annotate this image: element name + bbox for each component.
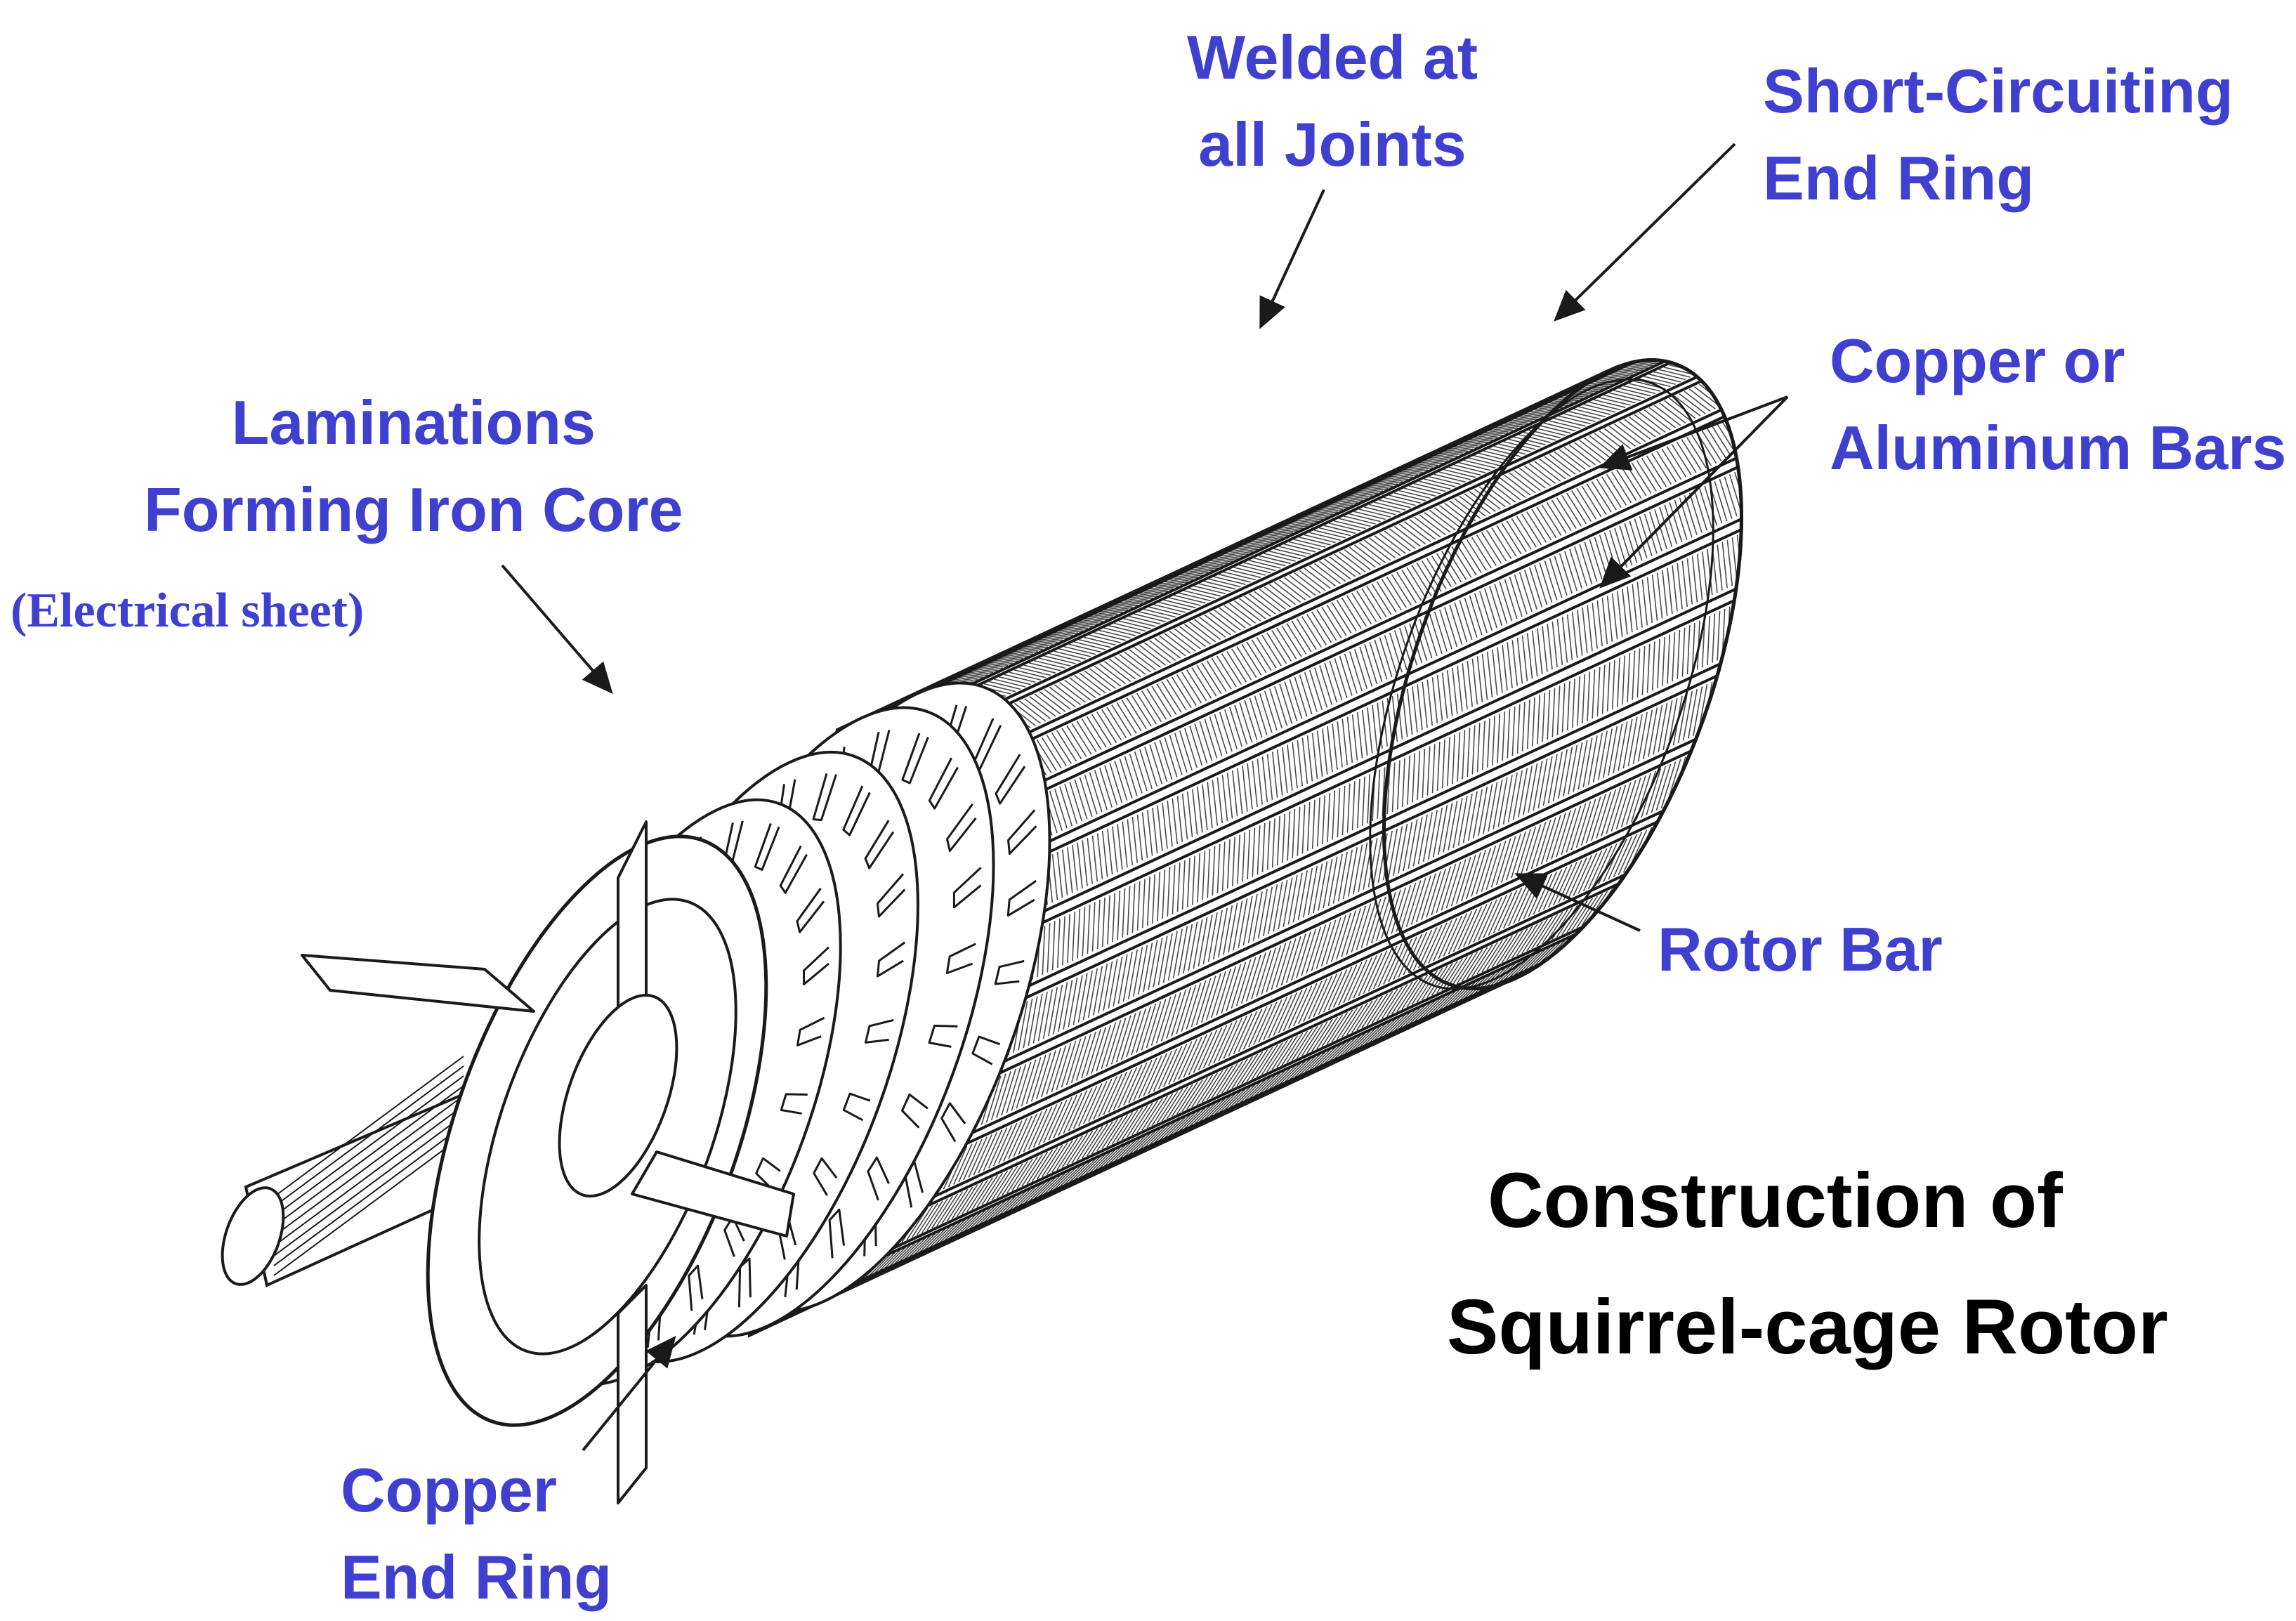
hub (558, 994, 678, 1197)
rotor-slot (900, 1093, 929, 1129)
laminations-line-1: Laminations (231, 388, 596, 457)
rotor-bar-edge (863, 360, 1634, 722)
rotor-bar-edge (968, 466, 1739, 827)
rotor-slot (1006, 879, 1037, 917)
diagram-title: Construction of Squirrel-cage Rotor (1447, 1138, 2168, 1391)
rotor-bar-edge (971, 528, 1742, 889)
rotor-bar-edge (893, 809, 1665, 1171)
rotor-slot (755, 1157, 781, 1190)
rotor-bar-edge (950, 662, 1721, 1023)
rotor-bar-edge (966, 457, 1738, 818)
rotor-slot (812, 773, 837, 822)
rotor-slot (867, 1156, 890, 1201)
welded-joints-label: Welded at all Joints (1187, 14, 1478, 188)
rotor-slot (813, 1157, 838, 1196)
rotor-bar-edge (947, 674, 1718, 1036)
rotor-slot (796, 887, 825, 933)
rotor-slot (928, 1024, 958, 1048)
rotor-slot (876, 873, 906, 918)
rotor-bar-label: Rotor Bar (1658, 914, 1943, 984)
welded-line-2: all Joints (1198, 110, 1467, 179)
short-circuiting-line-2: End Ring (1763, 143, 2035, 213)
fan-blade (301, 954, 535, 1013)
rotor-bar-edge (964, 599, 1736, 960)
rotor-bar-edge (927, 375, 1698, 737)
rotor-slot (802, 946, 829, 986)
rotor-bar-edge (966, 587, 1737, 949)
rotor-bar-edge (806, 932, 1577, 1294)
shaft-splines (273, 1056, 464, 1276)
copper-end-ring (301, 820, 795, 1504)
rotor-slot (940, 1102, 966, 1143)
laminations-label: Laminations Forming Iron Core (144, 379, 683, 553)
rotor-slot (994, 959, 1025, 985)
rotor-slot (796, 1016, 825, 1046)
rotor-bar-edge (952, 408, 1722, 770)
rotor-slot (864, 820, 895, 869)
rotor-slot (945, 943, 976, 974)
rotor-bar-edge (813, 925, 1585, 1287)
copper-end-ring-label: Copper End Ring (341, 1447, 612, 1621)
rotor-slot (754, 822, 780, 871)
copper-bars-arrow-1 (1599, 395, 1788, 471)
leader-arrows (501, 143, 1789, 1452)
rotor-bar-edge (848, 882, 1620, 1244)
rotor-bar-edge (926, 737, 1697, 1099)
welded-arrow (1259, 189, 1325, 329)
rotor-slot (1007, 809, 1037, 855)
copper-aluminum-line-1: Copper or (1830, 326, 2125, 395)
rotor-bar-edge (855, 873, 1626, 1235)
rotor-slot (737, 1257, 752, 1308)
shaft-end-face (221, 1186, 285, 1286)
rotor-bar-edge (895, 360, 1666, 721)
rotor-slot (946, 803, 977, 853)
copper-end-ring-line-1: Copper (341, 1455, 557, 1525)
rotor-slot (828, 1208, 846, 1259)
rotor-slot (995, 754, 1026, 805)
rotor-bar-arrow (1514, 873, 1641, 932)
title-line-2: Squirrel-cage Rotor (1447, 1284, 2168, 1370)
rotor-slot (928, 757, 959, 810)
fan-blade (631, 1150, 795, 1238)
surface-hatching (756, 360, 1742, 1332)
rotor-slot (971, 1035, 1001, 1065)
short-circuiting-line-1: Short-Circuiting (1763, 56, 2233, 126)
rotor-slot (688, 1264, 704, 1311)
rotor-bar-edge (955, 415, 1726, 776)
copper-bars-arrow-2 (1599, 395, 1789, 589)
copper-end-ring-arrow (582, 1335, 676, 1452)
title-line-1: Construction of (1488, 1157, 2063, 1244)
rotor-slot (901, 733, 929, 785)
rotor-bar-edge (931, 379, 1703, 741)
laminations-line-2: Forming Iron Core (144, 475, 683, 544)
rotor-slot (877, 941, 906, 978)
rotor-cylinder (747, 358, 1744, 1338)
copper-aluminum-line-2: Aluminum Bars (1830, 413, 2287, 483)
rotor-slot (780, 1093, 808, 1115)
fan-blade (617, 1284, 648, 1504)
rotor-slot (842, 1092, 871, 1122)
rotor-bar-edge (900, 361, 1672, 722)
rotor-bar-edge (921, 749, 1692, 1111)
short-circuiting-end-ring-label: Short-Circuiting End Ring (1763, 48, 2233, 222)
rotor-slot (864, 1018, 894, 1044)
electrical-sheet-label: (Electrical sheet) (11, 584, 365, 638)
rotor-slot (952, 867, 982, 909)
short-circuiting-arrow (1554, 143, 1736, 322)
rotor-slot (842, 785, 871, 836)
rotor-slot (723, 1216, 745, 1257)
laminations-arrow (501, 564, 613, 695)
rotor-slot (779, 845, 808, 894)
copper-or-aluminum-bars-label: Copper or Aluminum Bars (1830, 317, 2286, 492)
copper-end-ring-line-2: End Ring (341, 1542, 612, 1612)
welded-line-1: Welded at (1187, 22, 1478, 92)
